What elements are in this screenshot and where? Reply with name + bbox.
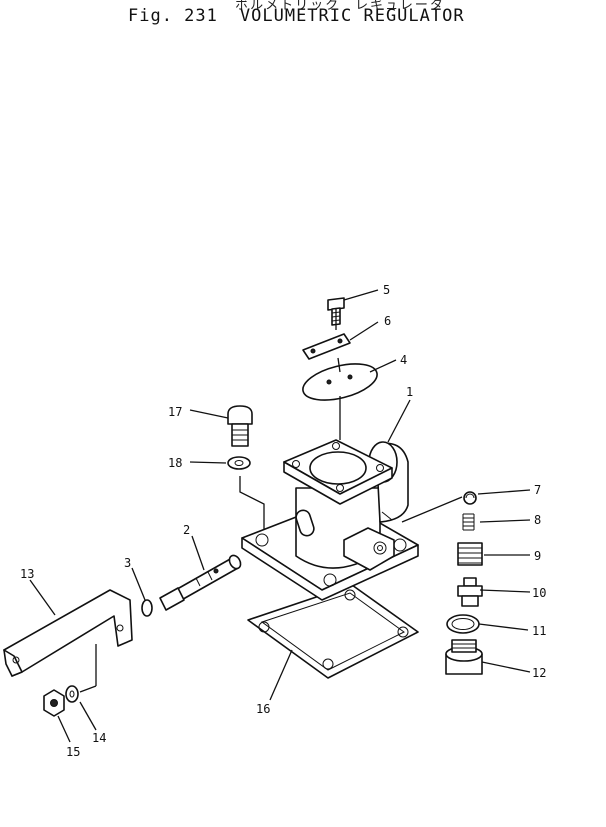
- lock-plate-6: [302, 333, 351, 360]
- assembly-lines: [79, 309, 463, 693]
- lock-washer-14: [65, 685, 79, 703]
- figure-number: Fig. 231: [128, 6, 218, 26]
- spring-9: [457, 542, 483, 566]
- leader-lines: [29, 289, 531, 743]
- figure-caption: Fig. 231 VOLUMETRIC REGULATOR: [128, 6, 465, 26]
- ball-7: [463, 491, 477, 505]
- plug-12: [445, 639, 483, 675]
- label-18: 18: [168, 456, 182, 470]
- figure-title: VOLUMETRIC REGULATOR: [239, 6, 465, 26]
- japanese-title: ボルメトリック レギュレータ: [235, 0, 445, 13]
- label-11: 11: [532, 624, 546, 638]
- bolt-17: [227, 405, 253, 447]
- valve-10: [457, 577, 483, 607]
- label-13: 13: [20, 567, 34, 581]
- label-14: 14: [92, 731, 106, 745]
- label-16: 16: [256, 702, 270, 716]
- label-12: 12: [532, 666, 546, 680]
- label-15: 15: [66, 745, 80, 759]
- part-labels: 5 6 4 1 17 18 2 3 13 7 8 9 10 11 12 14 1…: [20, 283, 546, 759]
- label-9: 9: [534, 549, 541, 563]
- regulator-body-1: [241, 439, 419, 601]
- label-1: 1: [406, 385, 413, 399]
- label-4: 4: [400, 353, 407, 367]
- label-8: 8: [534, 513, 541, 527]
- gasket-16: [247, 584, 419, 679]
- label-2: 2: [183, 523, 190, 537]
- label-5: 5: [383, 283, 390, 297]
- nut-15: [43, 689, 65, 717]
- label-6: 6: [384, 314, 391, 328]
- shaft-2: [159, 554, 242, 611]
- o-ring-3: [141, 599, 153, 617]
- cover-plate-4: [302, 363, 378, 401]
- label-17: 17: [168, 405, 182, 419]
- label-7: 7: [534, 483, 541, 497]
- label-10: 10: [532, 586, 546, 600]
- label-3: 3: [124, 556, 131, 570]
- lever-13: [3, 589, 133, 677]
- washer-18: [227, 456, 251, 470]
- spring-8: [462, 513, 475, 531]
- o-ring-11: [446, 614, 480, 634]
